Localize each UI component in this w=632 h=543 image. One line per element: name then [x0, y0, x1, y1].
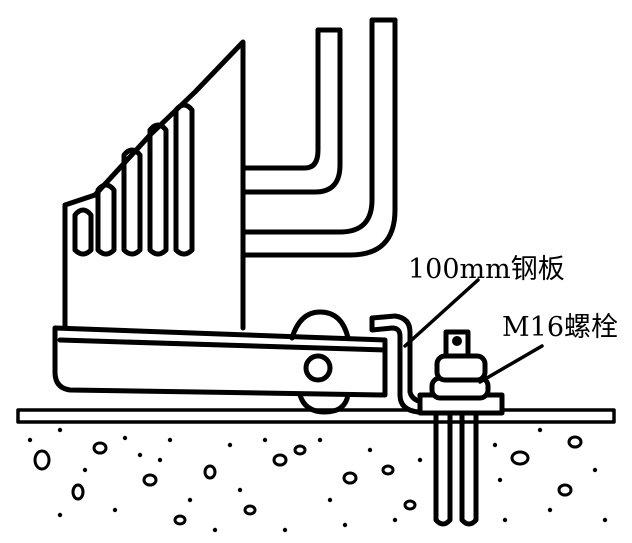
- skid-top-lip: [57, 337, 388, 353]
- aggregate-pebble: [510, 450, 530, 466]
- plate-leader-line: [403, 278, 480, 348]
- cooling-fin: [95, 182, 117, 257]
- aggregate-speck: [27, 437, 33, 443]
- base-skid: [52, 325, 388, 398]
- aggregate-speck: [367, 447, 373, 453]
- aggregate-speck: [227, 442, 233, 448]
- steel-plate-label: 100mm钢板: [408, 254, 565, 285]
- aggregate-speck: [492, 442, 498, 448]
- aggregate-speck: [57, 427, 63, 433]
- cooling-fin: [147, 122, 169, 257]
- wheel-lower: [297, 392, 351, 415]
- radiator-pipe-outer-2: [240, 17, 398, 258]
- aggregate-pebble: [243, 504, 257, 516]
- aggregate-speck: [282, 527, 288, 533]
- aggregate-pebble: [293, 444, 307, 456]
- bolt-nut-upper: [434, 353, 488, 383]
- aggregate-speck: [137, 452, 143, 458]
- aggregate-speck: [537, 427, 543, 433]
- aggregate-speck: [547, 507, 553, 513]
- aggregate-speck: [327, 497, 333, 503]
- anchor-bolt: [417, 329, 505, 527]
- aggregate-speck: [592, 467, 598, 473]
- roller-wheel: [289, 309, 351, 415]
- aggregate-speck: [237, 487, 243, 493]
- cooling-fin: [72, 207, 94, 257]
- aggregate-pebble: [142, 473, 158, 487]
- concrete-aggregate: [27, 427, 608, 533]
- foundation: [16, 408, 616, 533]
- aggregate-speck: [392, 517, 398, 523]
- aggregate-speck: [187, 497, 193, 503]
- aggregate-speck: [112, 507, 118, 513]
- radiator-pipe-inner-2: [240, 27, 343, 195]
- aggregate-speck: [82, 467, 88, 473]
- aggregate-speck: [212, 527, 218, 533]
- bolt-thread-end: [452, 336, 462, 346]
- bolt-leader-line: [478, 344, 544, 384]
- aggregate-speck: [157, 457, 163, 463]
- cooling-fin: [173, 102, 195, 257]
- aggregate-speck: [497, 477, 503, 483]
- skid-bolt-hole: [303, 353, 333, 383]
- skid-channel: [52, 325, 388, 398]
- wheel-outline: [289, 309, 351, 341]
- transformer-body: [62, 17, 398, 333]
- bolt-shank-left: [433, 410, 453, 527]
- bolt-shank-right: [459, 410, 479, 527]
- radiator-pipe-inner: [240, 27, 321, 171]
- aggregate-speck: [417, 457, 423, 463]
- cooling-fin: [121, 147, 143, 257]
- aggregate-pebble: [33, 449, 51, 471]
- aggregate-speck: [602, 517, 608, 523]
- aggregate-pebble: [342, 471, 358, 485]
- transformer-tank-outline: [62, 39, 246, 333]
- aggregate-pebble: [557, 483, 573, 497]
- aggregate-speck: [342, 522, 348, 528]
- aggregate-speck: [167, 437, 173, 443]
- aggregate-pebble: [92, 441, 108, 455]
- aggregate-pebble: [71, 483, 85, 501]
- aggregate-speck: [262, 437, 268, 443]
- bolt-label: M16螺栓: [502, 312, 618, 343]
- aggregate-pebble: [272, 453, 288, 467]
- aggregate-pebble: [381, 464, 395, 476]
- aggregate-speck: [317, 437, 323, 443]
- aggregate-pebble: [203, 464, 217, 480]
- aggregate-speck: [57, 512, 63, 518]
- aggregate-speck: [502, 517, 508, 523]
- aggregate-pebble: [403, 499, 417, 511]
- aggregate-speck: [122, 435, 128, 441]
- radiator-pipe-outer: [240, 17, 375, 235]
- aggregate-pebble: [173, 514, 187, 526]
- aggregate-pebble: [567, 435, 583, 449]
